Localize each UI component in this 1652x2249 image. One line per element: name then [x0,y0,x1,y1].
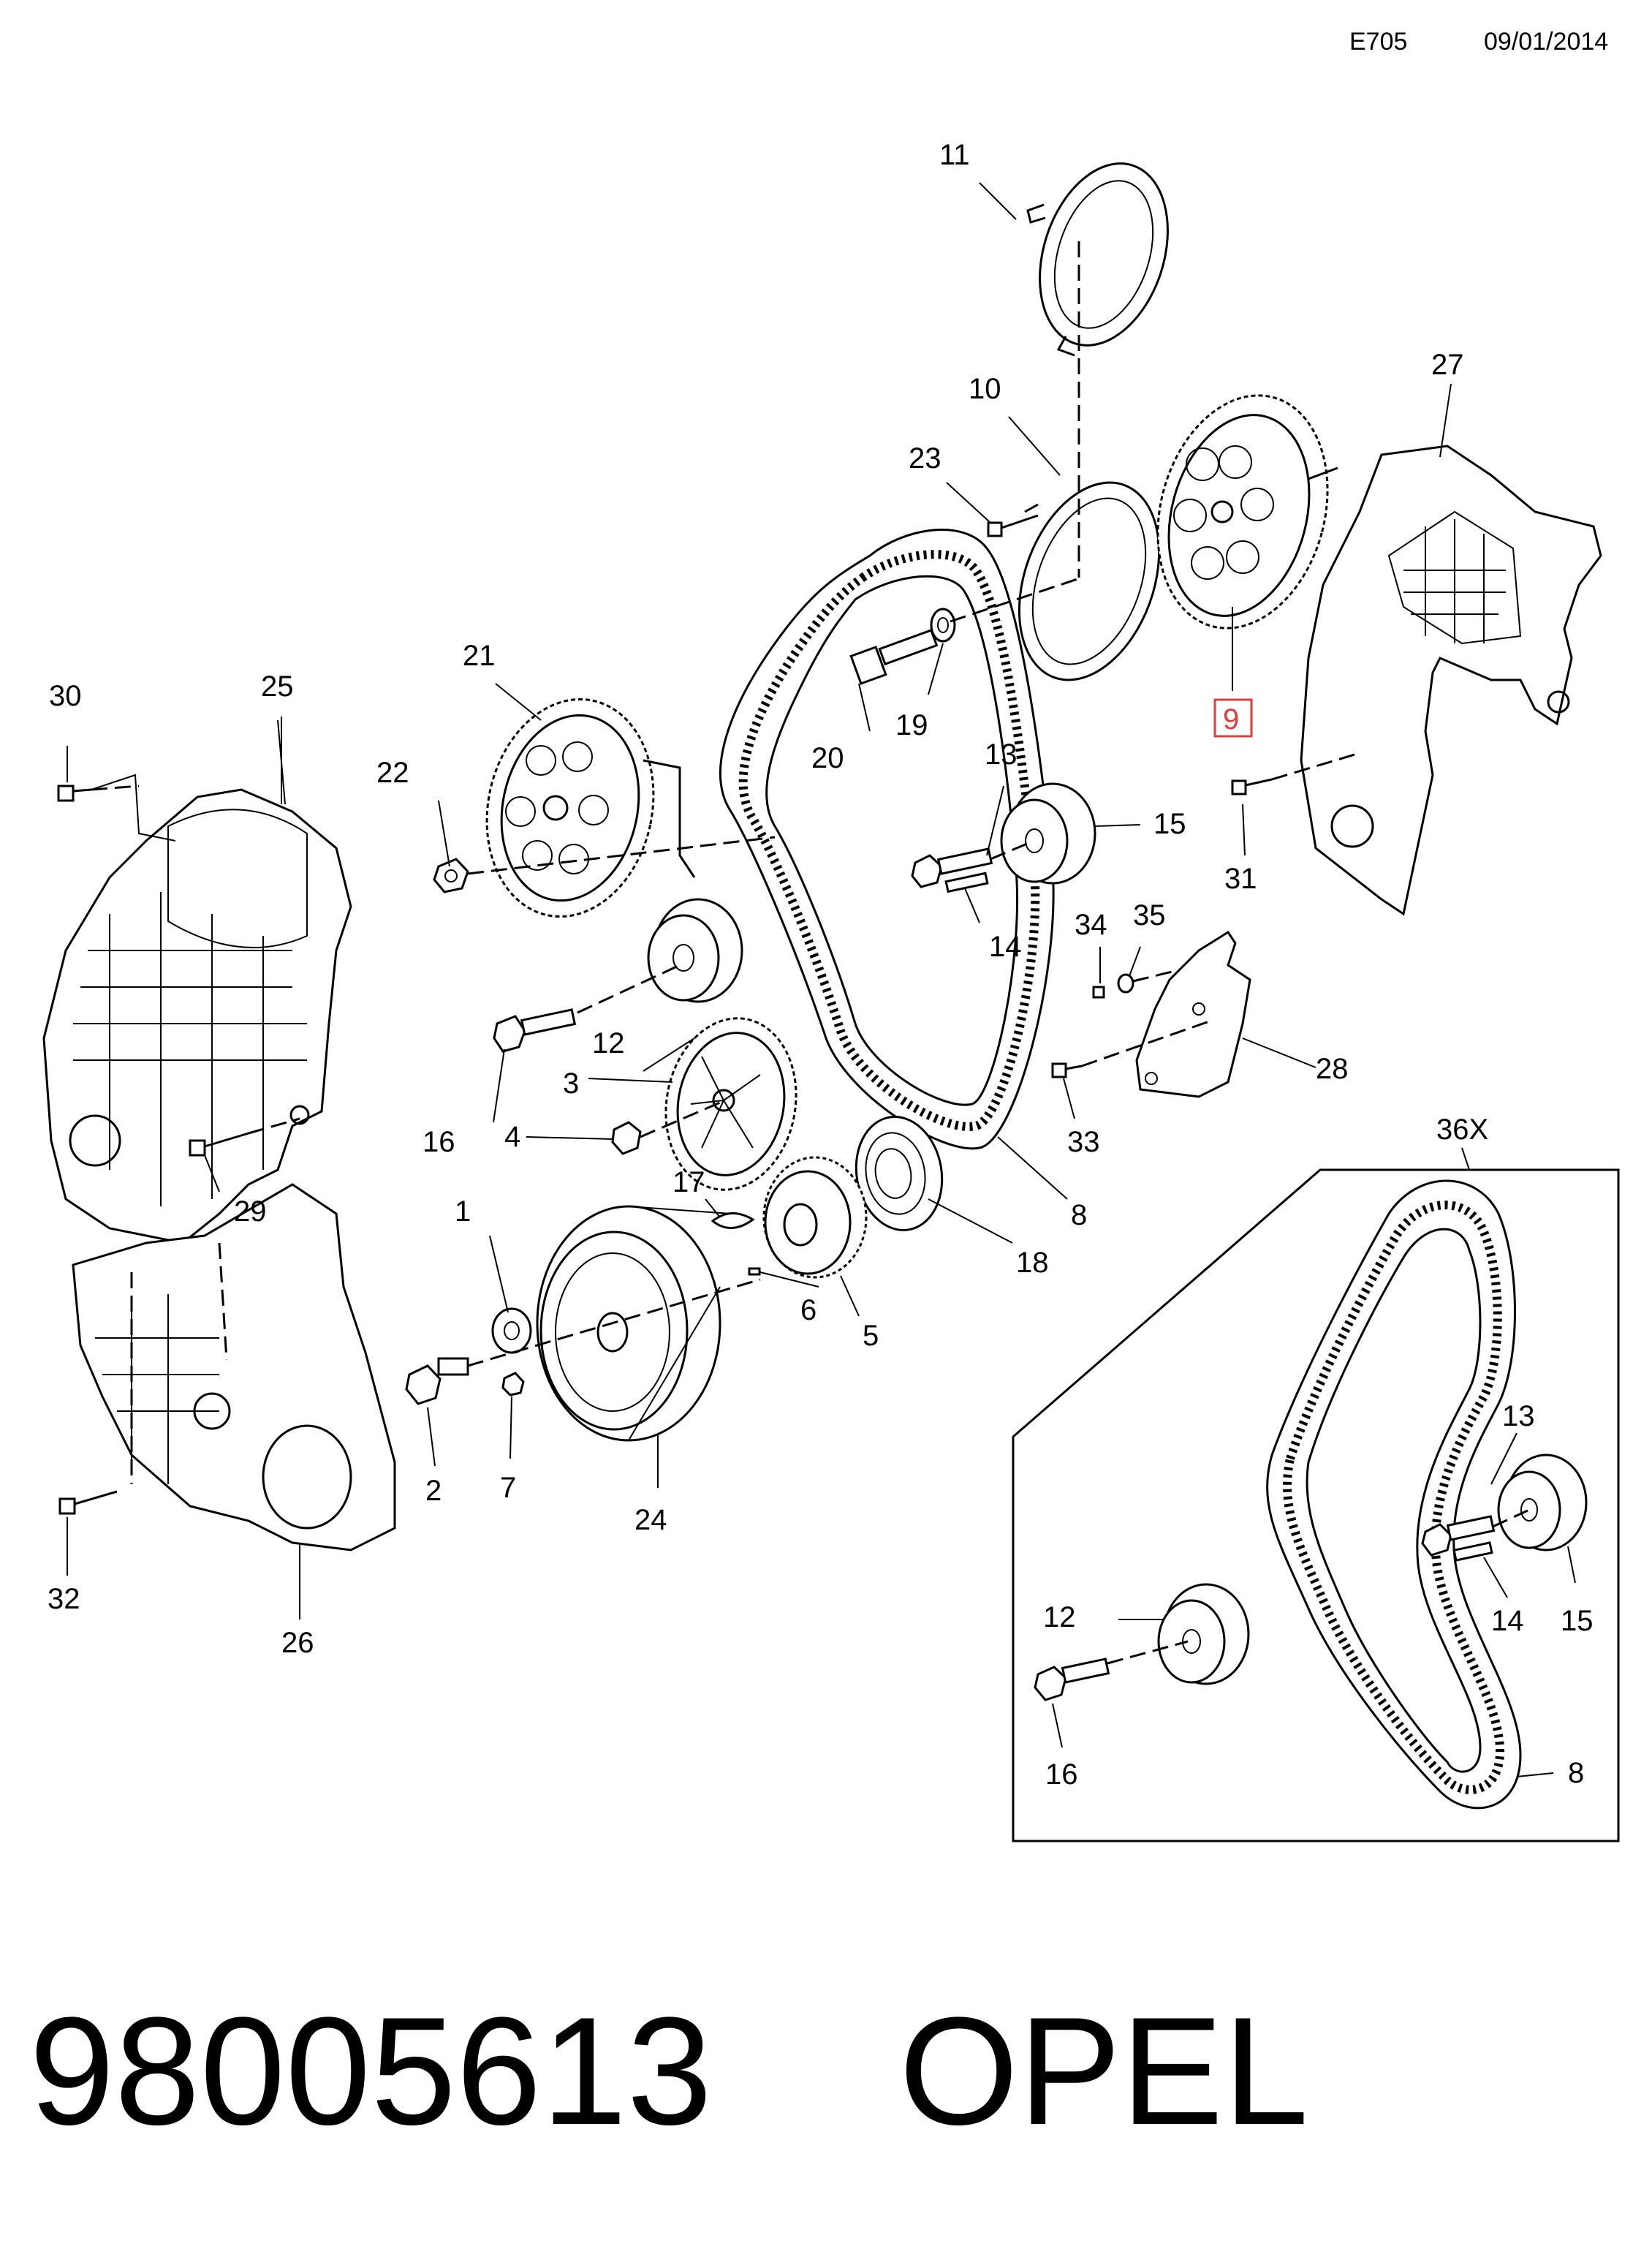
leader-lines [67,182,1452,1619]
diagram-date: 09/01/2014 [1484,28,1608,56]
callout-5: 5 [863,1320,879,1352]
callout-8: 8 [1071,1199,1087,1231]
part-10-rear-plate [1018,481,1161,681]
inset-callout-16: 16 [1045,1758,1078,1791]
callout-1: 1 [455,1195,471,1228]
part-13-bolt [911,847,993,888]
part-31-bolt [1231,778,1273,795]
callout-17: 17 [672,1166,705,1198]
part-4-nut [611,1121,642,1155]
callout-31: 31 [1224,863,1257,895]
part-12-idler-pulley [647,898,743,1003]
part-5-crank-sprocket [762,1156,868,1279]
part-20-bolt [849,629,939,685]
callout-14: 14 [989,931,1022,963]
part-19-washer [930,608,956,643]
part-24-crank-pulley [536,1205,732,1442]
inset-callout-14: 14 [1491,1605,1524,1637]
inset-callout-12: 12 [1043,1601,1076,1633]
callout-22: 22 [376,757,409,789]
callout-2: 2 [425,1475,442,1507]
part-11-cover-ring [1026,162,1169,357]
inset-part-12-idler-pulley [1157,1583,1250,1685]
callout-10: 10 [969,373,1001,405]
callout-33: 33 [1067,1126,1100,1158]
part-7-bolt [501,1372,525,1396]
callout-6: 6 [800,1294,816,1326]
inset-part-16-bolt [1034,1658,1110,1701]
callout-25: 25 [261,670,294,703]
part-17-key [711,1212,755,1229]
part-15-tensioner [1000,782,1096,885]
part-9-camshaft-sprocket [1156,394,1338,630]
inset-callout-8: 8 [1568,1757,1584,1789]
part-22-nut [433,858,469,893]
callout-13: 13 [985,738,1018,771]
callout-19: 19 [895,709,928,741]
callout-26: 26 [281,1627,314,1659]
part-34-bolt [1092,986,1105,999]
part-23-bolt [987,514,1039,537]
brand-name: OPEL [899,1985,1308,2157]
callout-9: 9 [1223,703,1239,736]
part-16-bolt [493,1008,577,1053]
callout-4: 4 [504,1121,520,1153]
callout-23: 23 [909,442,941,475]
callout-24: 24 [634,1504,667,1536]
part-25-front-upper-cover [42,788,352,1244]
part-32-bolt [58,1490,118,1515]
callout-16: 16 [423,1126,455,1158]
callout-28: 28 [1316,1053,1349,1085]
callout-27: 27 [1431,349,1464,381]
part-28-bracket [1135,930,1251,1098]
inset-part-15-tensioner [1497,1454,1588,1551]
callout-34: 34 [1075,909,1107,941]
callout-35: 35 [1133,899,1166,931]
inset-leader-lines [1052,1432,1576,1777]
callout-12: 12 [592,1027,625,1059]
diagram-code: E705 [1349,28,1407,56]
callout-30: 30 [49,680,82,712]
part-35-washer [1117,973,1134,994]
part-29-bolt [189,1132,249,1157]
callout-21: 21 [463,640,496,672]
callout-3: 3 [563,1067,579,1100]
part-1-washer [491,1307,532,1354]
part-number: 98005613 [29,1985,712,2157]
part-18-seal [855,1116,944,1231]
part-3-sprocket [664,1017,797,1191]
callout-20: 20 [811,742,844,774]
part-26-front-lower-cover [72,1183,396,1551]
part-30-bolt [57,785,92,802]
part-14-pin [944,872,989,893]
part-21-sprocket [485,698,655,918]
callout-18: 18 [1016,1247,1049,1279]
inset-part-13-bolt [1421,1515,1496,1557]
callout-11: 11 [939,139,970,171]
inset-callout-13: 13 [1502,1400,1535,1432]
callout-32: 32 [48,1583,80,1615]
highlight-box-9 [1213,698,1253,738]
callout-29: 29 [234,1195,267,1228]
callout-15: 15 [1153,808,1186,840]
callout-7: 7 [500,1472,516,1504]
inset-callout-15: 15 [1561,1605,1594,1637]
inset-part-14-pin [1452,1541,1493,1562]
callout-labels: 11 10 23 27 9 30 25 21 22 20 19 13 15 31… [48,139,1594,1791]
part-6-key [748,1267,761,1276]
part-27-rear-timing-cover [1300,445,1602,916]
inset-label-36x: 36X [1436,1114,1488,1146]
part-33-bolt [1051,1062,1083,1078]
part-2-bolt [405,1357,469,1405]
